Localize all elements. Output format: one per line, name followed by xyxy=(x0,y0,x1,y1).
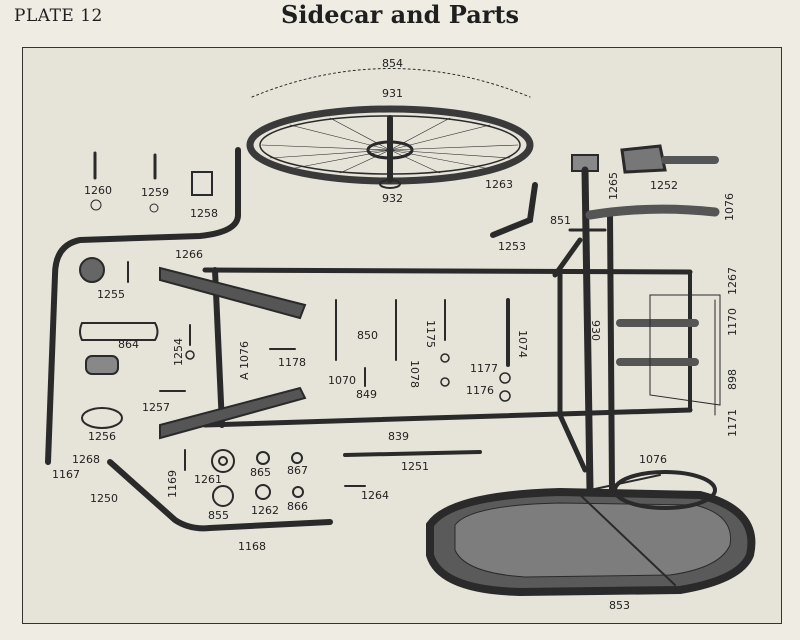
rod-1167 xyxy=(45,147,241,465)
bracket-1253 xyxy=(490,182,538,238)
label-1171: 1171 xyxy=(726,409,739,437)
label-1177: 1177 xyxy=(470,362,498,375)
spanner-864 xyxy=(79,322,159,341)
sidecar-chassis xyxy=(159,237,693,473)
label-1266: 1266 xyxy=(175,248,203,261)
seat-bracket xyxy=(616,294,721,416)
label-1260: 1260 xyxy=(84,184,112,197)
label-850: 850 xyxy=(357,329,378,342)
label-898: 898 xyxy=(726,369,739,390)
upright-assembly xyxy=(568,154,720,494)
label-a1076: A 1076 xyxy=(238,341,251,380)
label-865: 865 xyxy=(250,466,271,479)
label-1262: 1262 xyxy=(251,504,279,517)
label-1170: 1170 xyxy=(726,308,739,336)
plate-1256 xyxy=(81,407,123,429)
washers-middle xyxy=(185,350,511,402)
label-849: 849 xyxy=(356,388,377,401)
label-1253: 1253 xyxy=(498,240,526,253)
label-1258: 1258 xyxy=(190,207,218,220)
plate-number: PLATE 12 xyxy=(14,6,103,26)
label-1257: 1257 xyxy=(142,401,170,414)
label-930: 930 xyxy=(589,320,602,341)
label-1255: 1255 xyxy=(97,288,125,301)
label-1252: 1252 xyxy=(650,179,678,192)
label-1167: 1167 xyxy=(52,468,80,481)
label-867: 867 xyxy=(287,464,308,477)
label-1265: 1265 xyxy=(607,172,620,200)
small-bolts xyxy=(93,151,213,196)
washer-1255 xyxy=(79,257,105,283)
label-1168: 1168 xyxy=(238,540,266,553)
part-labels: 854 931 932 1263 1252 1265 851 1253 1076… xyxy=(52,57,739,612)
label-1250: 1250 xyxy=(90,492,118,505)
label-1175: 1175 xyxy=(424,320,437,348)
label-866: 866 xyxy=(287,500,308,513)
label-853: 853 xyxy=(609,599,630,612)
label-1259: 1259 xyxy=(141,186,169,199)
label-931: 931 xyxy=(382,87,403,100)
label-1254: 1254 xyxy=(172,338,185,366)
label-854: 854 xyxy=(382,57,403,70)
plate-1257 xyxy=(85,355,119,375)
wheel-931 xyxy=(246,68,534,189)
label-851: 851 xyxy=(550,214,571,227)
clamp-1252 xyxy=(620,144,719,174)
label-932: 932 xyxy=(382,192,403,205)
label-864: 864 xyxy=(118,338,139,351)
label-1263: 1263 xyxy=(485,178,513,191)
label-1264: 1264 xyxy=(361,489,389,502)
label-839: 839 xyxy=(388,430,409,443)
label-1268: 1268 xyxy=(72,453,100,466)
label-1169: 1169 xyxy=(166,470,179,498)
label-1070: 1070 xyxy=(328,374,356,387)
label-1176: 1176 xyxy=(466,384,494,397)
rod-1251 xyxy=(343,450,482,457)
label-1267: 1267 xyxy=(726,267,739,295)
arm-1168 xyxy=(107,459,333,532)
label-1074: 1074 xyxy=(516,330,529,358)
bottom-small-parts xyxy=(184,449,366,507)
label-1076b: 1076 xyxy=(639,453,667,466)
label-1261: 1261 xyxy=(194,473,222,486)
page-title: Sidecar and Parts xyxy=(281,0,519,29)
label-855: 855 xyxy=(208,509,229,522)
label-1256: 1256 xyxy=(88,430,116,443)
sidecar-body-853 xyxy=(426,470,756,597)
label-1251: 1251 xyxy=(401,460,429,473)
label-1078: 1078 xyxy=(408,360,421,388)
label-1076a: 1076 xyxy=(723,193,736,221)
middle-parts xyxy=(159,298,510,392)
label-1178: 1178 xyxy=(278,356,306,369)
